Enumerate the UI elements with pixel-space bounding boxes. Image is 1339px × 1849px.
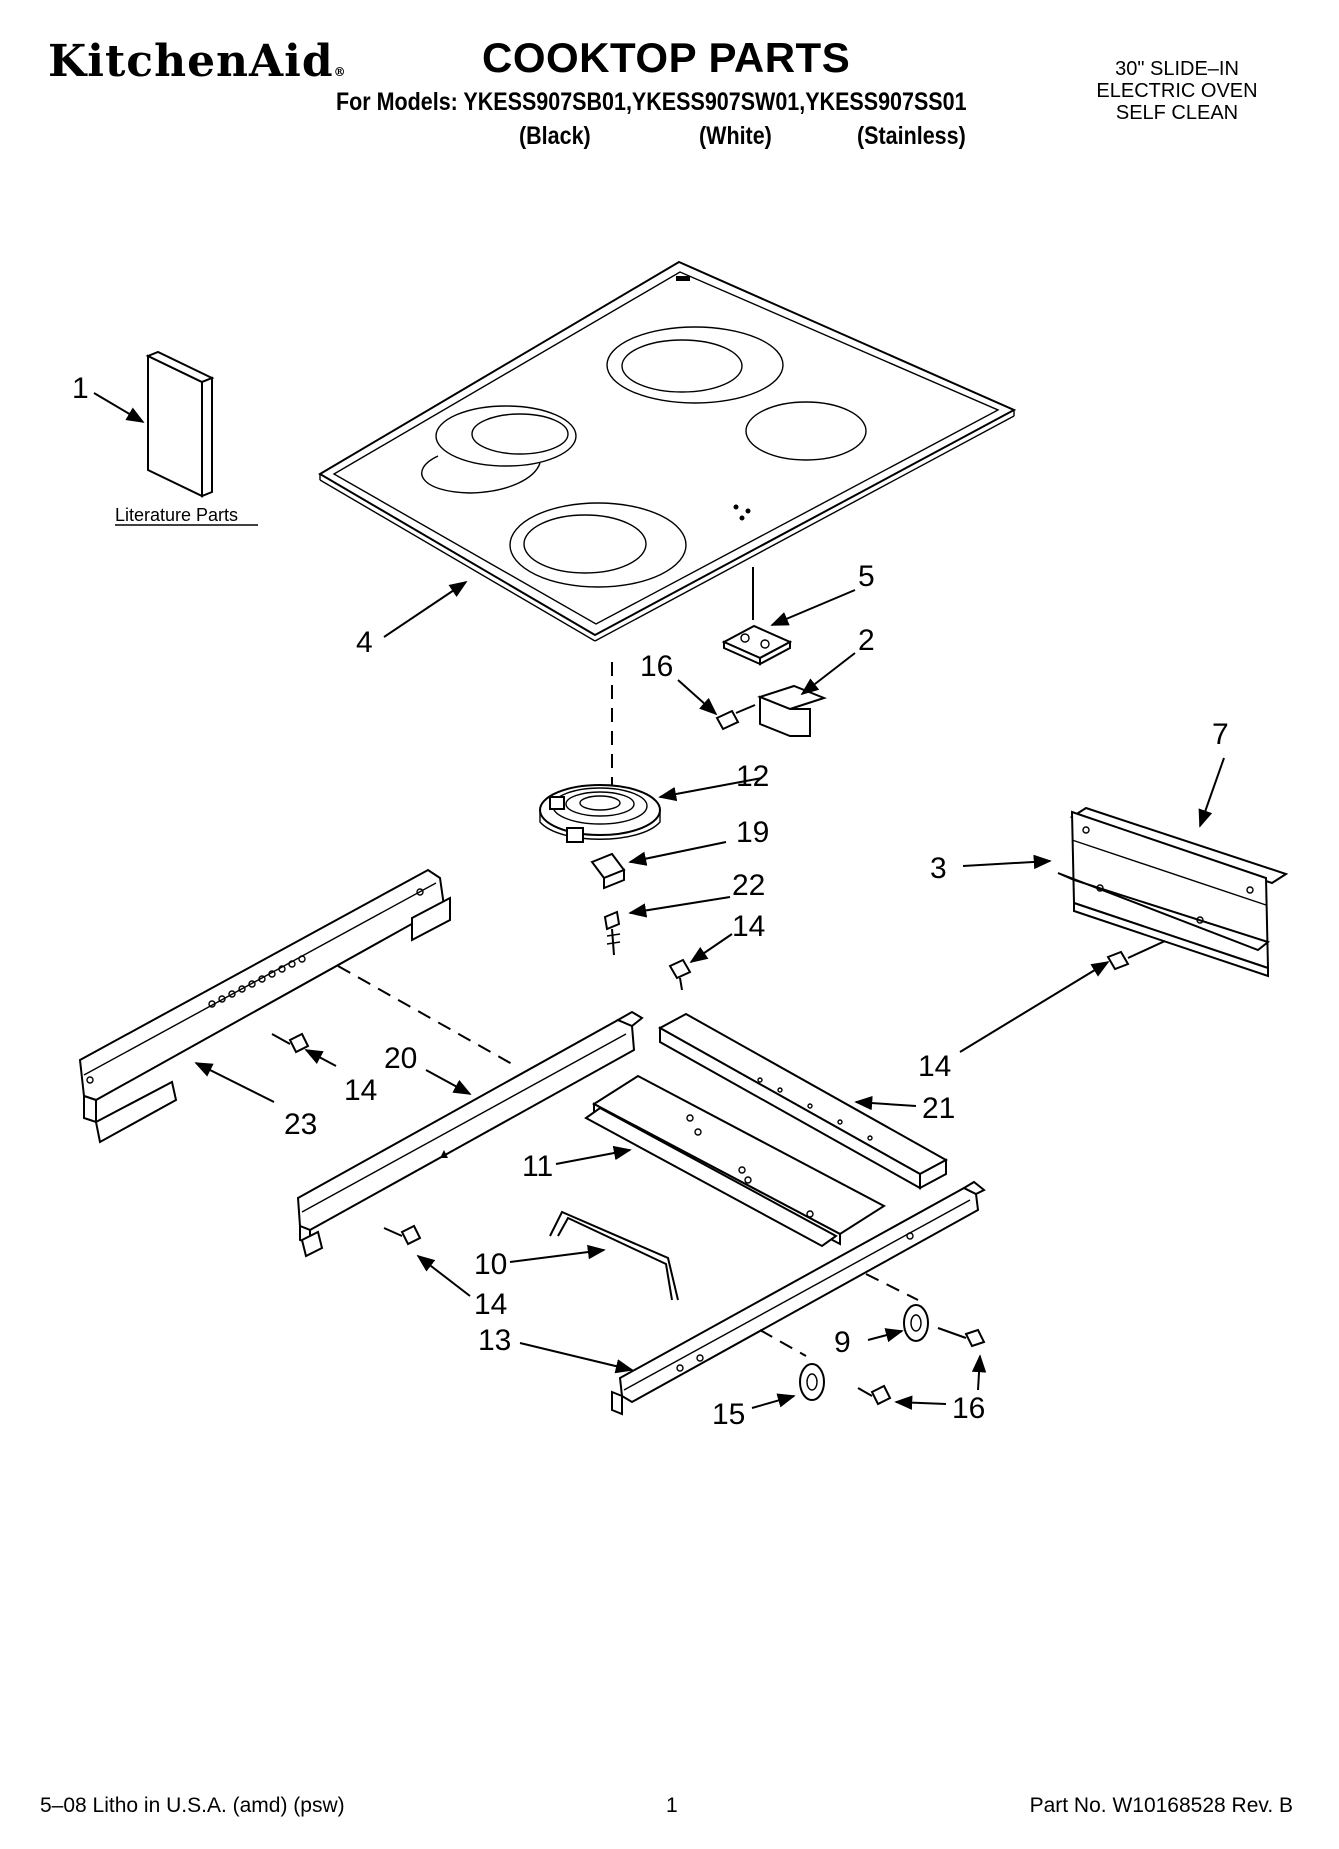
element-clip bbox=[590, 852, 626, 890]
callout-4: 4 bbox=[356, 626, 373, 659]
indicator-switch bbox=[721, 567, 793, 666]
variant-stainless: (Stainless) bbox=[857, 122, 966, 150]
callout-16-lower: 16 bbox=[952, 1392, 985, 1425]
callout-7: 7 bbox=[1212, 718, 1229, 751]
oven-type-line-3: SELF CLEAN bbox=[1115, 102, 1239, 124]
cooktop-glass bbox=[318, 260, 1017, 642]
radiant-surface-element bbox=[539, 784, 661, 843]
leveling-foot-lower bbox=[799, 1363, 825, 1401]
oven-type-line-2: ELECTRIC OVEN bbox=[1096, 80, 1258, 102]
callout-19: 19 bbox=[736, 816, 769, 849]
left-vent-panel bbox=[78, 868, 451, 1144]
callout-1: 1 bbox=[72, 372, 89, 405]
center-tray bbox=[584, 1074, 886, 1248]
callout-13: 13 bbox=[478, 1324, 511, 1357]
callout-9: 9 bbox=[834, 1326, 851, 1359]
callout-3: 3 bbox=[930, 852, 947, 885]
variant-black: (Black) bbox=[519, 122, 591, 150]
callout-11: 11 bbox=[522, 1150, 553, 1183]
brand-name: KitchenAid bbox=[48, 36, 334, 87]
brand-logo: KitchenAid® bbox=[48, 36, 347, 87]
screw-right-lower bbox=[937, 1327, 986, 1348]
part-number: Part No. W10168528 Rev. B bbox=[1029, 1794, 1293, 1817]
literature-booklet bbox=[145, 350, 215, 498]
variant-white: (White) bbox=[699, 122, 772, 150]
screw-upper bbox=[715, 704, 756, 731]
rear-bracket bbox=[1057, 810, 1271, 978]
literature-parts-label: Literature Parts bbox=[115, 505, 238, 525]
callout-14-left: 14 bbox=[344, 1074, 377, 1107]
callout-2: 2 bbox=[858, 624, 875, 657]
oven-type-line-1: 30" SLIDE–IN bbox=[1115, 58, 1239, 80]
callout-15: 15 bbox=[712, 1398, 745, 1431]
callout-10: 10 bbox=[474, 1248, 507, 1281]
left-side-rail bbox=[296, 1010, 644, 1258]
callout-21: 21 bbox=[922, 1092, 955, 1125]
callout-14-right: 14 bbox=[918, 1050, 951, 1083]
callout-22: 22 bbox=[732, 869, 765, 902]
page-number: 1 bbox=[666, 1794, 678, 1817]
screw-lower-right bbox=[857, 1384, 892, 1406]
litho-note: 5–08 Litho in U.S.A. (amd) (psw) bbox=[40, 1794, 345, 1817]
front-channel bbox=[657, 1012, 949, 1190]
screw-right bbox=[1106, 940, 1166, 971]
callout-16-upper: 16 bbox=[640, 650, 673, 683]
screw-left-panel bbox=[271, 1032, 310, 1054]
screw-lower-left bbox=[383, 1224, 422, 1246]
callout-5: 5 bbox=[858, 560, 875, 593]
callout-14-lower: 14 bbox=[474, 1288, 507, 1321]
callout-23: 23 bbox=[284, 1108, 317, 1141]
registered-mark: ® bbox=[333, 65, 347, 79]
callout-20: 20 bbox=[384, 1042, 417, 1075]
vent-slots bbox=[208, 955, 306, 1008]
page-title: COOKTOP PARTS bbox=[482, 34, 851, 81]
support-handle bbox=[549, 1210, 679, 1301]
leveling-foot-upper bbox=[903, 1304, 929, 1342]
screw-center bbox=[668, 958, 692, 991]
front-rail bbox=[611, 1180, 986, 1416]
callout-14-center: 14 bbox=[732, 910, 765, 943]
callout-12: 12 bbox=[736, 760, 769, 793]
oven-type-block: 30" SLIDE–IN ELECTRIC OVEN SELF CLEAN bbox=[1067, 58, 1287, 124]
element-screw bbox=[603, 910, 621, 956]
model-list: For Models: YKESS907SB01,YKESS907SW01,YK… bbox=[336, 88, 967, 116]
switch-bracket bbox=[757, 684, 827, 737]
